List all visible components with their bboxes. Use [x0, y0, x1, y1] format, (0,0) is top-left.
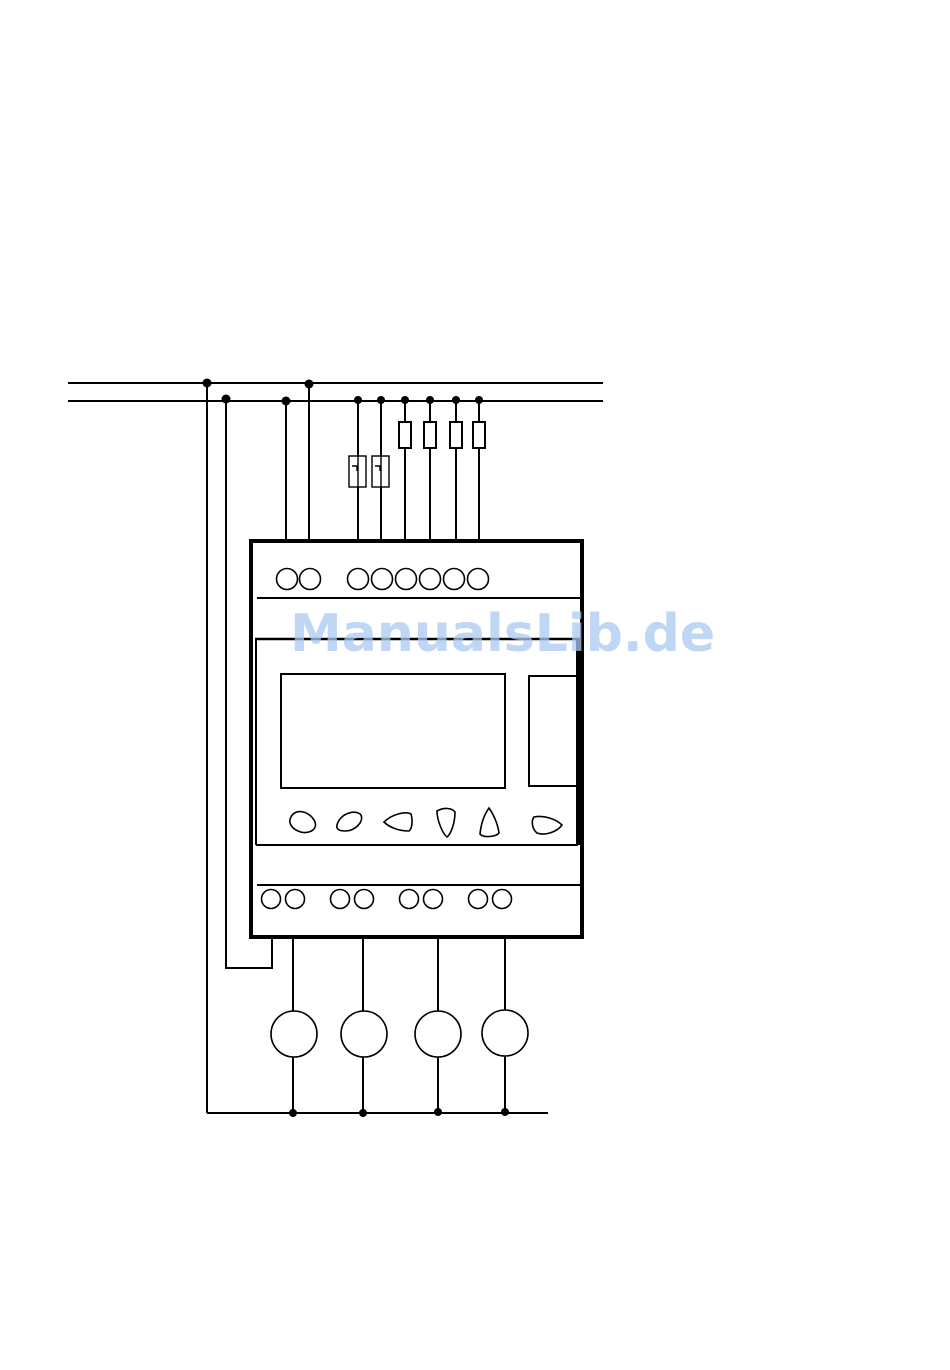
esc-key [384, 813, 412, 831]
input-switches [349, 401, 389, 542]
resistor-4 [473, 422, 485, 448]
return-wiring [207, 383, 548, 1113]
switch-2 [372, 456, 389, 487]
left-key [290, 812, 316, 833]
lamp-1 [271, 1011, 317, 1057]
right-key [532, 816, 562, 834]
front-keys [290, 808, 562, 837]
down-key [337, 812, 362, 831]
down-arrow-key [437, 808, 455, 837]
power-supply-wiring [286, 383, 309, 542]
input-resistors [399, 401, 485, 542]
top-terminals [277, 569, 489, 590]
lcd-display [281, 674, 505, 788]
resistor-2 [424, 422, 436, 448]
lamp-3 [415, 1011, 461, 1057]
lamp-4 [482, 1010, 528, 1056]
lamp-2 [341, 1011, 387, 1057]
bottom-terminals [262, 890, 512, 909]
up-arrow-key [480, 808, 499, 837]
resistor-3 [450, 422, 462, 448]
switch-1 [349, 456, 366, 487]
junction-dots [203, 379, 510, 1118]
control-relay-device [251, 541, 582, 937]
output-loads [271, 937, 528, 1113]
resistor-1 [399, 422, 411, 448]
watermark-text: ManualsLib.de [290, 604, 715, 664]
memory-card-slot [529, 676, 577, 786]
